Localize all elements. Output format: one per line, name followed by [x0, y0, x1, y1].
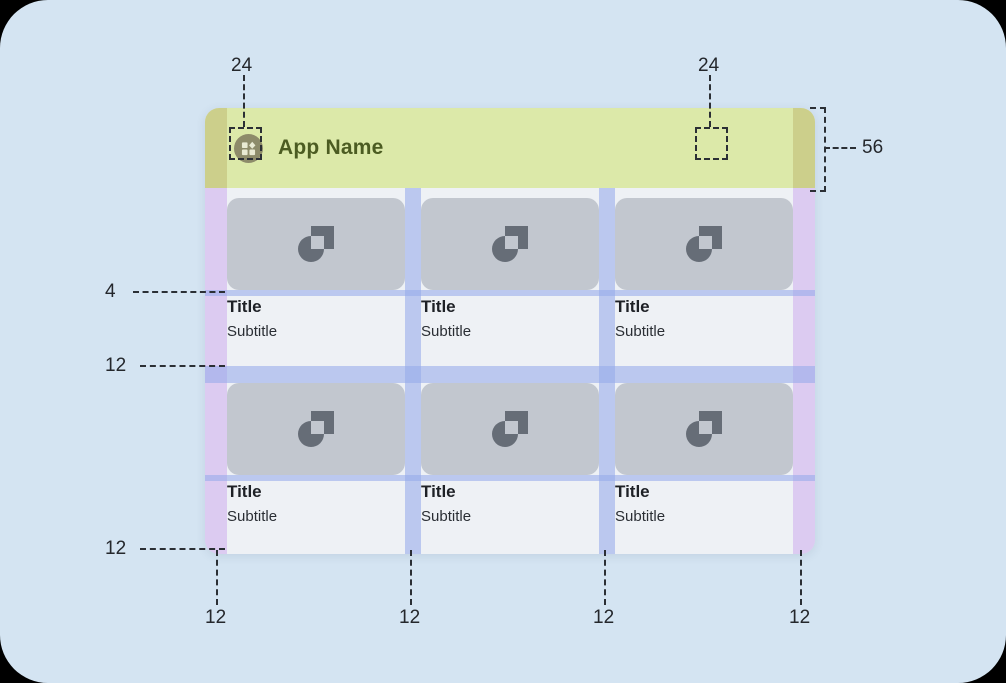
- card-title: Title: [421, 482, 456, 501]
- card-subtitle: Subtitle: [227, 323, 278, 340]
- placeholder-image-icon: [615, 198, 793, 290]
- card-title: Title: [615, 482, 650, 501]
- list-item[interactable]: Title Subtitle: [615, 383, 793, 529]
- annotation-search-target: 24: [698, 55, 720, 76]
- gutter-leader-2: [410, 550, 412, 605]
- card-title: Title: [421, 297, 456, 316]
- list-item[interactable]: Title Subtitle: [227, 383, 405, 529]
- card-grid: Title Subtitle Title Subtitle: [205, 188, 815, 554]
- list-item[interactable]: Title Subtitle: [227, 198, 405, 344]
- placeholder-image-icon: [421, 198, 599, 290]
- gutter-overlay-2: [599, 188, 615, 554]
- row-gap-overlay: [205, 366, 815, 383]
- gutter-overlay-1: [405, 188, 421, 554]
- app-bar: App Name: [205, 108, 815, 188]
- rowgap-leader: [140, 365, 225, 367]
- card-subtitle: Subtitle: [227, 508, 278, 525]
- annotation-image-title-gap: 4: [105, 281, 116, 302]
- menu-leader-line: [243, 75, 245, 127]
- placeholder-image-icon: [227, 383, 405, 475]
- list-item[interactable]: Title Subtitle: [421, 198, 599, 344]
- bottom-margin-leader: [140, 548, 225, 550]
- placeholder-image-icon: [421, 383, 599, 475]
- margin-overlay-left: [205, 188, 227, 554]
- card-title: Title: [615, 297, 650, 316]
- card-subtitle: Subtitle: [615, 508, 666, 525]
- gutter-leader-4: [800, 550, 802, 605]
- margin-overlay-right: [793, 188, 815, 554]
- annotation-gutter-4: 12: [789, 607, 811, 628]
- annotation-bottom-margin: 12: [105, 538, 127, 559]
- search-leader-line: [709, 75, 711, 127]
- annotation-gutter-1: 12: [205, 607, 227, 628]
- card-subtitle: Subtitle: [615, 323, 666, 340]
- app-mock: App Name: [205, 108, 815, 554]
- gutter-leader-1: [216, 550, 218, 605]
- appbar-height-bracket: [810, 107, 826, 192]
- list-item[interactable]: Title Subtitle: [421, 383, 599, 529]
- card-subtitle: Subtitle: [421, 508, 472, 525]
- annotation-menu-target: 24: [231, 55, 253, 76]
- placeholder-image-icon: [227, 198, 405, 290]
- gutter-leader-3: [604, 550, 606, 605]
- card-title: Title: [227, 482, 262, 501]
- list-item[interactable]: Title Subtitle: [615, 198, 793, 344]
- annotation-gutter-3: 12: [593, 607, 615, 628]
- card-subtitle: Subtitle: [421, 323, 472, 340]
- menu-touch-target-box: [229, 127, 262, 160]
- gap4-leader: [133, 291, 225, 293]
- appbar-height-leader: [824, 147, 856, 149]
- card-title: Title: [227, 297, 262, 316]
- annotation-row-gap: 12: [105, 355, 127, 376]
- annotation-appbar-height: 56: [862, 137, 884, 158]
- app-title: App Name: [278, 136, 384, 159]
- placeholder-image-icon: [615, 383, 793, 475]
- annotation-gutter-2: 12: [399, 607, 421, 628]
- search-touch-target-box: [695, 127, 728, 160]
